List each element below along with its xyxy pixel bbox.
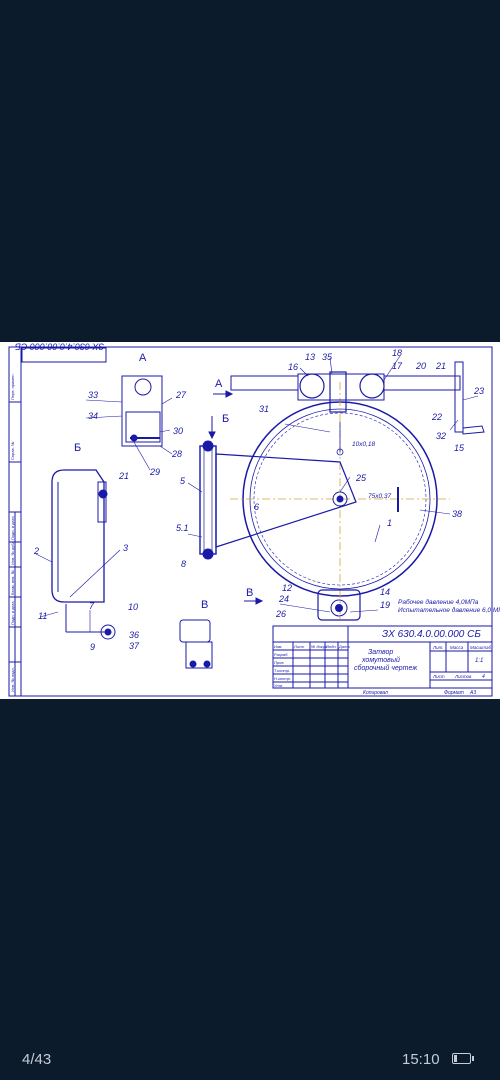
callout-21: 21 [435,361,446,371]
view-v [179,619,213,669]
format-value: А3 [469,690,476,696]
assembly-drawing: ЗХ 630.4.0.00.000 СБ А Б В А Б В 1 2 3 5… [8,342,500,697]
battery-icon [452,1053,474,1064]
callout-37: 37 [129,641,140,651]
title-line-1: Затвор [368,649,393,656]
callout-22: 22 [431,412,442,422]
mass-label: Масса [450,645,464,650]
dimension-10: 10x0,18 [352,441,376,448]
callout-12: 12 [282,583,292,593]
callout-29: 29 [149,467,160,477]
callout-1: 1 [387,518,392,528]
callout-20: 20 [415,361,426,371]
sheet-frame [8,346,493,697]
note-working-pressure: Рабочее давление 4,0МПа [398,598,479,606]
clamp-main-view [199,361,485,622]
title-line-2: хомутовый [361,656,400,664]
sheets-label: Листов [454,674,472,679]
side-stamp-4: Взам. инв. № [10,570,15,595]
callout-15: 15 [454,443,465,453]
view-label-b: Б [74,442,81,454]
page-counter: 4/43 [22,1051,52,1068]
callout-30: 30 [173,426,183,436]
title-row-nkontr: Н.контр. [274,676,291,681]
callout-21b: 21 [118,471,129,481]
sheets-count: 4 [482,674,485,680]
dimension-75: 75x0,37 [368,493,392,500]
view-a [121,375,163,447]
callout-28: 28 [171,449,182,459]
callout-27: 27 [175,390,187,400]
callout-11: 11 [38,611,47,621]
callout-6: 6 [254,502,259,512]
title-row-utv: Утв. [274,683,283,688]
callout-26: 26 [275,609,286,619]
callout-10: 10 [128,602,138,612]
callout-19: 19 [380,600,390,610]
title-line-3: сборочный чертеж [354,664,418,672]
callout-7: 7 [89,601,95,611]
status-bar: 4/43 15:10 [0,1045,500,1075]
scale-label: Масштаб [470,645,491,650]
callout-34: 34 [88,411,98,421]
callout-14: 14 [380,587,390,597]
sheet-label: Лист [432,674,445,679]
callout-24: 24 [278,594,289,604]
side-stamp-5: Подп. и дата [10,601,15,625]
callout-36: 36 [129,630,139,640]
title-row-date: Дата [338,644,350,649]
side-stamp-6: Инв. № подл. [10,667,15,692]
view-arrow-label-b: Б [222,413,229,425]
title-row-prov: Пров. [274,660,285,665]
drawing-designation: ЗХ 630.4.0.00.000 СБ [382,629,481,640]
view-label-a: А [139,352,147,364]
callout-25: 25 [355,473,367,483]
view-arrow-label-v: В [246,587,253,599]
designation-rotated: ЗХ 630.4.0.00.000 СБ [15,342,104,352]
view-arrow-label-a: А [215,378,223,390]
callout-8: 8 [181,559,186,569]
callout-2: 2 [33,546,39,556]
title-row-tkontr: Т.контр. [274,668,290,673]
view-label-v: В [201,599,208,611]
drawing-sheet[interactable]: ЗХ 630.4.0.00.000 СБ А Б В А Б В 1 2 3 5… [0,342,500,699]
side-stamp-2: Подп. и дата [10,516,15,540]
callout-18: 18 [392,348,402,358]
copied-label: Копировал [363,690,388,696]
side-stamp-3: Инв. № дубл. [10,540,15,565]
title-row-list: Лист [293,644,305,649]
callout-5-1: 5.1 [176,523,189,533]
note-test-pressure: Испытательное давление 6,0 МПа [398,606,500,614]
view-b [51,469,116,640]
callout-13: 13 [305,352,315,362]
callout-35: 35 [322,352,333,362]
title-row-sign: Подп. [326,644,337,649]
callout-3: 3 [123,543,128,553]
side-stamp-0: Перв. примен. [10,373,15,400]
callout-32: 32 [436,431,446,441]
callout-16: 16 [288,362,298,372]
title-row-izm: Изм. [274,644,283,649]
callout-23: 23 [473,386,484,396]
callout-31: 31 [259,404,269,414]
format-label: Формат [444,690,464,696]
callout-5: 5 [180,476,186,486]
scale-value: 1:1 [475,658,483,664]
side-stamp-1: Справ. № [10,442,15,460]
clock: 15:10 [402,1051,440,1068]
title-row-doc: № докум. [311,644,329,649]
title-row-razrab: Разраб. [274,652,288,657]
callout-38: 38 [452,509,462,519]
callout-17: 17 [392,361,403,371]
callout-9: 9 [90,642,95,652]
literature-label: Лит. [432,645,444,650]
callout-33: 33 [88,390,98,400]
